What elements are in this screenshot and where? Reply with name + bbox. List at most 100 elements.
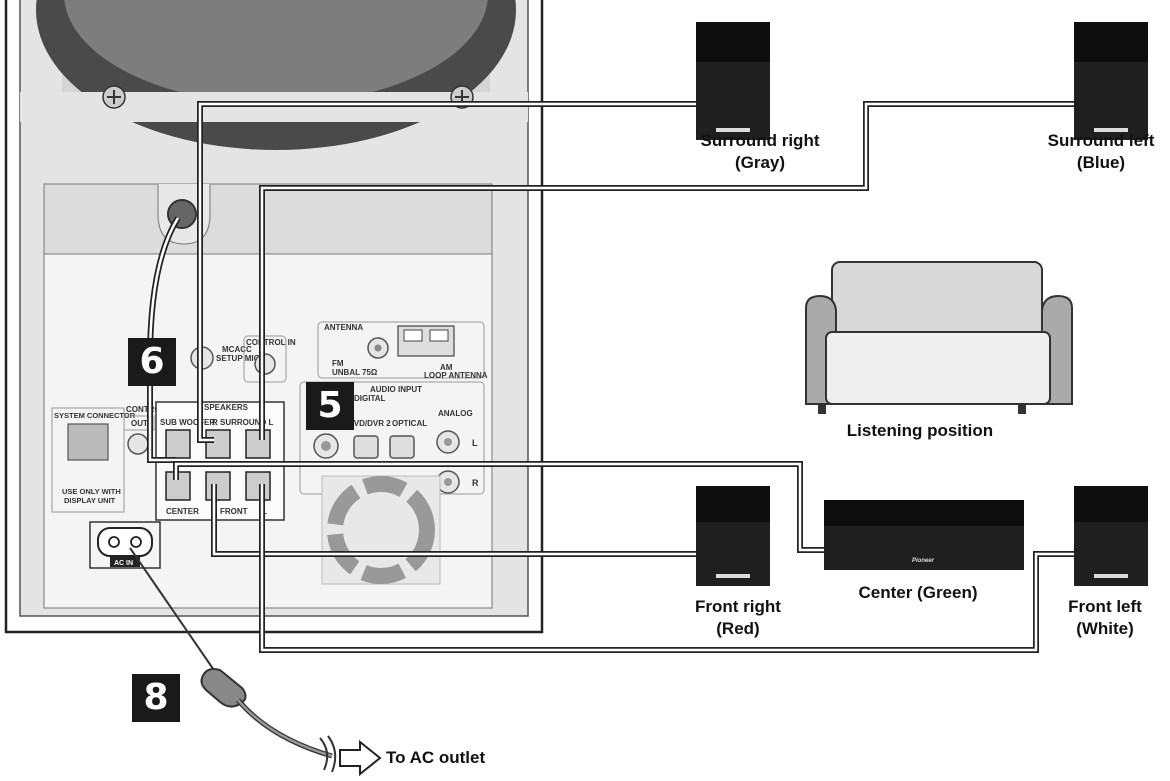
coaxial-pin	[321, 441, 331, 451]
digital-label: DIGITAL	[354, 394, 386, 403]
speaker-top	[1074, 22, 1148, 62]
fm-antenna-pin	[374, 344, 382, 352]
front-left-name: Front left	[1068, 597, 1142, 616]
center-terminal-label: CENTER	[166, 507, 199, 516]
listening-position-label: Listening position	[846, 421, 994, 440]
speaker-cables	[173, 101, 1080, 653]
unbal-label: UNBAL	[332, 368, 360, 377]
step-8-badge: 8	[132, 674, 180, 722]
speaker-top	[696, 22, 770, 62]
mcacc-label: MCACC	[222, 345, 252, 354]
couch-icon	[805, 261, 1073, 414]
analog-label: ANALOG	[438, 409, 473, 418]
system-connector-port	[67, 423, 109, 461]
speaker-top	[696, 486, 770, 522]
front-left-color: (White)	[1076, 619, 1134, 638]
control-out-jack	[127, 433, 149, 455]
woofer-cone	[64, 0, 488, 104]
surround-right-name: Surround right	[700, 131, 820, 150]
control-out-frame	[123, 415, 155, 431]
antenna-section-frame	[317, 321, 485, 379]
couch-leg-left	[818, 404, 826, 414]
speaker-surround-right	[696, 22, 770, 140]
setup-mic-label: SETUP MIC	[216, 354, 260, 363]
pioneer-logo: Pioneer	[912, 558, 935, 564]
step-6-badge: 6	[128, 338, 176, 386]
cable-front-right-core	[212, 484, 700, 556]
step-5-badge: 5	[306, 382, 354, 430]
front-right-label: Front right (Red)	[668, 596, 808, 640]
analog-l-pin	[444, 438, 452, 446]
surround-left-name: Surround left	[1047, 131, 1155, 150]
analog-r-label: R	[472, 478, 479, 488]
subwoofer-terminal	[165, 429, 191, 459]
front-terminals	[165, 471, 271, 501]
arrow-right-icon	[339, 739, 382, 777]
pioneer-badge-icon	[1094, 574, 1128, 578]
ac-inlet-socket	[97, 527, 153, 557]
am-terminal-right	[429, 329, 449, 342]
ac-in-badge	[110, 557, 140, 567]
power-cord-lower	[236, 698, 333, 759]
front-right-name: Front right	[695, 597, 781, 616]
optical-jack-2	[389, 435, 415, 459]
pioneer-badge-icon	[1094, 128, 1128, 132]
cable-surround-left-core	[260, 102, 1080, 440]
use-only-with-label: USE ONLY WITH	[62, 487, 121, 496]
surround-r-terminal	[205, 429, 231, 459]
fm-label: FM	[332, 359, 344, 368]
vent-fan-icon	[327, 476, 435, 584]
ohm-label: 75Ω	[362, 368, 378, 377]
sub-woofer-label: SUB WOOFER	[160, 418, 215, 427]
speaker-center: Pioneer	[824, 500, 1024, 570]
display-unit-label: DISPLAY UNIT	[64, 496, 116, 505]
couch-back	[831, 261, 1043, 343]
speaker-top	[824, 500, 1024, 526]
cable-center-core	[174, 462, 826, 552]
loop-antenna-label: LOOP ANTENNA	[424, 371, 488, 380]
ac-inlet-pin-right	[130, 536, 142, 548]
front-terminal-label: FRONT	[220, 507, 248, 516]
speaker-front-left	[1074, 486, 1148, 586]
cord-break-icon	[319, 735, 337, 773]
cable-surround-right-core	[198, 102, 700, 442]
optical-label: OPTICAL	[392, 419, 427, 428]
couch-leg-right	[1018, 404, 1026, 414]
power-cord-lower-core	[237, 699, 333, 758]
front-l-terminal	[245, 471, 271, 501]
couch-seat	[825, 331, 1051, 405]
surround-left-color: (Blue)	[1076, 153, 1126, 172]
control-in-label: CONTROL IN	[246, 338, 296, 347]
surround-terminals	[165, 429, 271, 459]
front-right-color: (Red)	[716, 619, 760, 638]
ac-in-label: AC IN	[114, 560, 133, 567]
control-label: CONTROL	[126, 405, 166, 414]
antenna-label: ANTENNA	[324, 323, 363, 332]
screw-left-cross	[107, 90, 121, 104]
system-connector-label: SYSTEM CONNECTOR	[54, 411, 136, 420]
ac-outlet-label: To AC outlet	[386, 748, 486, 767]
optical-jack-1	[353, 435, 379, 459]
surround-right-label: Surround right (Gray)	[680, 130, 840, 174]
front-left-label: Front left (White)	[1040, 596, 1170, 640]
speaker-front-right	[696, 486, 770, 586]
surround-left-label: Surround left (Blue)	[1032, 130, 1170, 174]
surround-label: R SURROUND L	[212, 418, 273, 427]
ac-inlet-pin-left	[108, 536, 120, 548]
am-label: AM	[440, 363, 453, 372]
surround-right-color: (Gray)	[734, 153, 786, 172]
pioneer-badge-icon	[716, 574, 750, 578]
speakers-label: SPEAKERS	[204, 403, 249, 412]
system-connector-frame	[51, 407, 125, 513]
analog-r-pin	[444, 478, 452, 486]
upper-port-panel	[43, 183, 493, 255]
control-out-label: OUT	[131, 419, 148, 428]
pioneer-badge-icon	[716, 128, 750, 132]
analog-l-label: L	[472, 438, 478, 448]
audio-input-label: AUDIO INPUT	[370, 385, 422, 394]
power-cord-upper	[129, 547, 219, 677]
surround-l-terminal	[245, 429, 271, 459]
speaker-surround-left	[1074, 22, 1148, 140]
cable-front-left-core	[260, 484, 1076, 652]
